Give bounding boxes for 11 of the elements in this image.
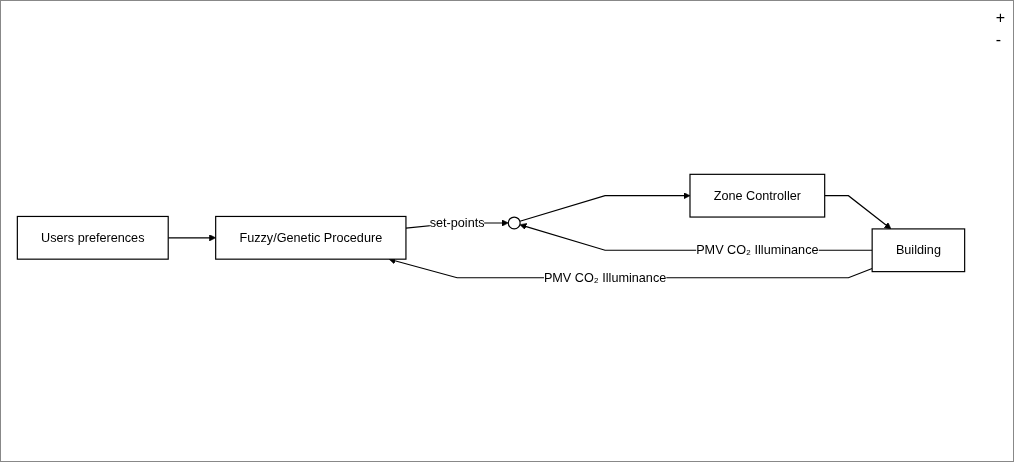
edge-label: PMV CO₂ Illuminance xyxy=(543,270,667,285)
node-box: Zone Controller xyxy=(689,173,826,218)
node-box: Users preferences xyxy=(16,216,169,260)
node-box: Building xyxy=(871,228,966,273)
arrow xyxy=(824,195,892,230)
edge-label: set-points xyxy=(429,216,485,230)
sign-label: + xyxy=(995,9,1005,27)
sign-label: - xyxy=(995,31,1002,49)
edge-label: PMV CO₂ Illuminance xyxy=(696,243,819,257)
node-box: Fuzzy/Genetic Procedure xyxy=(215,216,407,260)
node-circle xyxy=(507,216,521,230)
